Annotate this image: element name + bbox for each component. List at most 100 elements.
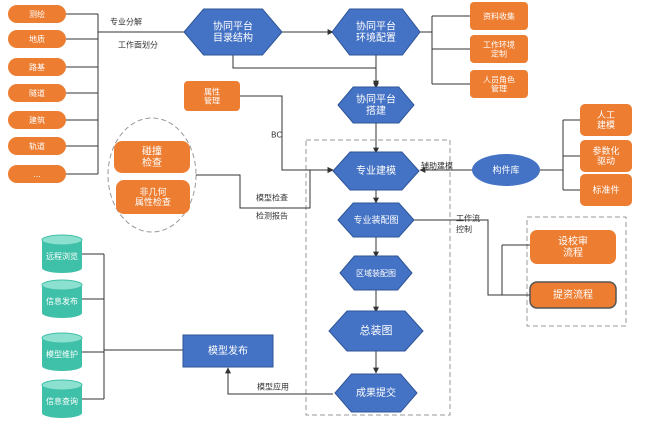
discipline-item-7-shape — [8, 165, 66, 183]
cylinder-3-label: 模型维护 — [46, 349, 78, 359]
node-region-assembly-label: 区域装配图 — [356, 268, 396, 278]
node-result-submit: 成果提交 — [334, 373, 418, 413]
discipline-item-6: 轨道 — [8, 137, 66, 155]
discipline-item-4-shape — [8, 84, 66, 102]
edge-label-workflow: 工作流控制 — [456, 213, 480, 234]
cylinder-3-top — [41, 332, 83, 344]
node-component-library: 构件库 — [472, 154, 540, 186]
discipline-item-6-shape — [8, 137, 66, 155]
discipline-item-6-label: 轨道 — [29, 141, 45, 151]
node-model-publish-label: 模型发布 — [208, 344, 248, 357]
discipline-item-2-shape — [8, 30, 66, 48]
edge-label-assist: 辅助建模 — [421, 161, 453, 171]
setup-item-2: 工作环境定制 — [470, 35, 528, 63]
node-model-publish-shape — [182, 334, 274, 368]
setup-item-2-shape — [470, 35, 528, 63]
node-collision-check: 碰撞检查 — [114, 141, 190, 173]
component-item-2-shape — [580, 140, 632, 172]
node-review-flow: 设校审流程 — [530, 230, 616, 264]
discipline-item-2-label: 地质 — [29, 34, 45, 44]
node-environment-shape — [331, 8, 421, 56]
edge-checks-modeling — [196, 167, 334, 209]
setup-item-1: 资料收集 — [470, 2, 528, 30]
component-item-2: 参数化驱动 — [580, 140, 632, 172]
node-attribute: 属性管理 — [184, 81, 240, 111]
node-result-submit-label: 成果提交 — [356, 386, 396, 399]
component-item-3-label: 标准件 — [592, 184, 619, 196]
discipline-item-1-shape — [8, 5, 66, 23]
edge-submit-publish — [225, 367, 333, 395]
node-attribute-shape — [184, 81, 240, 111]
node-data-flow: 提资流程 — [529, 281, 617, 309]
node-directory-shape — [183, 8, 283, 56]
cylinder-4: 信息查询 — [41, 379, 83, 418]
edge-workflow-control — [408, 219, 502, 296]
checks-dashed-ellipse — [107, 117, 197, 233]
cylinder-4-label: 信息查询 — [46, 396, 78, 406]
library-bracket-lines — [540, 119, 580, 191]
cylinder-2: 信息发布 — [41, 279, 83, 318]
cylinder-1: 远程浏览 — [41, 234, 83, 273]
cylinder-3-body — [42, 338, 82, 371]
node-data-flow-label: 提资流程 — [553, 288, 593, 301]
node-attribute-check: 非几何属性检查 — [116, 180, 190, 214]
node-data-flow-shape — [529, 281, 617, 309]
node-region-assembly: 区域装配图 — [339, 255, 413, 291]
node-region-assembly-shape — [339, 255, 413, 291]
discipline-item-2: 地质 — [8, 30, 66, 48]
node-attribute-label: 属性管理 — [204, 86, 220, 105]
node-specialty-assembly-label: 专业装配图 — [353, 214, 398, 226]
discipline-item-5-shape — [8, 111, 66, 129]
edge-label-work-division: 工作面划分 — [118, 40, 158, 50]
core-dashed-group — [305, 139, 451, 416]
setup-item-2-label: 工作环境定制 — [483, 39, 515, 58]
discipline-item-7-label: ... — [33, 170, 41, 179]
cylinder-2-body — [42, 285, 82, 318]
node-review-flow-shape — [530, 230, 616, 264]
edge-label-model-apply: 模型应用 — [257, 382, 289, 392]
setup-item-1-label: 资料收集 — [483, 11, 515, 21]
node-model-publish: 模型发布 — [182, 334, 274, 368]
node-specialty-assembly: 专业装配图 — [337, 202, 415, 238]
component-item-1-shape — [580, 104, 632, 136]
node-specialty-assembly-shape — [337, 202, 415, 238]
cylinder-2-top — [41, 279, 83, 291]
left-bracket-lines — [66, 13, 185, 175]
discipline-item-5-label: 建筑 — [29, 115, 45, 125]
edge-label-check-report: 检测报告 — [256, 211, 288, 221]
discipline-item-4-label: 隧道 — [29, 88, 45, 98]
component-item-3: 标准件 — [580, 174, 632, 206]
node-build-shape — [337, 86, 415, 124]
node-component-library-label: 构件库 — [492, 164, 519, 176]
discipline-item-4: 隧道 — [8, 84, 66, 102]
cylinder-2-label: 信息发布 — [46, 296, 78, 306]
component-item-2-label: 参数化驱动 — [592, 144, 619, 166]
edge-attribute-modeling — [240, 95, 334, 173]
node-build-label: 协同平台搭建 — [356, 92, 396, 117]
node-attribute-check-label: 非几何属性检查 — [135, 185, 171, 207]
setup-item-1-shape — [470, 2, 528, 30]
component-item-3-shape — [580, 174, 632, 206]
component-item-1: 人工建模 — [580, 104, 632, 136]
discipline-item-3: 路基 — [8, 58, 66, 76]
cylinder-4-top — [41, 379, 83, 391]
node-attribute-check-shape — [116, 180, 190, 214]
discipline-item-1: 测绘 — [8, 5, 66, 23]
node-component-library-shape — [472, 154, 540, 186]
edge-label-bc: BC — [271, 131, 282, 140]
node-result-submit-shape — [334, 373, 418, 413]
component-item-1-label: 人工建模 — [597, 109, 615, 130]
discipline-item-3-label: 路基 — [29, 62, 45, 72]
discipline-item-1-label: 测绘 — [29, 9, 45, 19]
node-directory: 协同平台目录结构 — [183, 8, 283, 56]
node-specialty-modeling: 专业建模 — [332, 151, 420, 191]
node-collision-check-shape — [114, 141, 190, 173]
cylinder-3: 模型维护 — [41, 332, 83, 371]
node-review-flow-label: 设校审流程 — [558, 234, 588, 259]
right-top-bracket-lines — [403, 15, 470, 85]
node-environment: 协同平台环境配置 — [331, 8, 421, 56]
cylinder-4-body — [42, 385, 82, 418]
edge-directory-build — [232, 55, 379, 89]
